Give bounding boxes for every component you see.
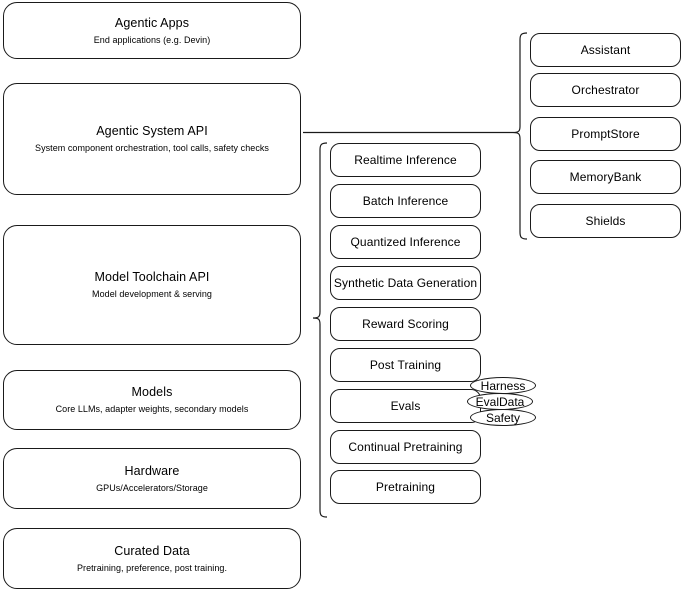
layer-subtitle: Core LLMs, adapter weights, secondary mo…	[55, 404, 249, 414]
eval-badge-evaldata[interactable]: EvalData	[467, 393, 533, 410]
toolchain-box-batch-inference[interactable]: Batch Inference	[330, 184, 481, 218]
layer-subtitle: System component orchestration, tool cal…	[35, 143, 269, 153]
system-box-promptstore[interactable]: PromptStore	[530, 117, 681, 151]
toolchain-label: Realtime Inference	[354, 153, 457, 167]
toolchain-label: Pretraining	[375, 480, 436, 494]
layer-title: Agentic Apps	[114, 15, 190, 30]
toolchain-label: Batch Inference	[362, 194, 449, 208]
toolchain-box-evals[interactable]: Evals	[330, 389, 481, 423]
layer-title: Model Toolchain API	[94, 270, 210, 284]
system-label: PromptStore	[571, 127, 640, 141]
system-box-assistant[interactable]: Assistant	[530, 33, 681, 67]
toolchain-box-realtime-inference[interactable]: Realtime Inference	[330, 143, 481, 177]
system-label: Assistant	[580, 43, 631, 57]
layer-subtitle: Model development & serving	[92, 289, 212, 299]
eval-badge-safety[interactable]: Safety	[470, 409, 536, 426]
system-label: Shields	[585, 214, 626, 228]
layer-subtitle: End applications (e.g. Devin)	[93, 34, 211, 45]
layer-title: Curated Data	[114, 543, 190, 558]
system-box-memorybank[interactable]: MemoryBank	[530, 160, 681, 194]
layer-title: Hardware	[124, 463, 180, 478]
layer-box-hardware[interactable]: Hardware GPUs/Accelerators/Storage	[3, 448, 301, 509]
toolchain-label: Post Training	[369, 358, 442, 372]
layer-subtitle: GPUs/Accelerators/Storage	[96, 482, 208, 493]
layer-box-curated-data[interactable]: Curated Data Pretraining, preference, po…	[3, 528, 301, 589]
layer-box-model-toolchain-api[interactable]: Model Toolchain API Model development & …	[3, 225, 301, 345]
toolchain-label: Synthetic Data Generation	[333, 276, 478, 290]
toolchain-label: Evals	[390, 399, 421, 413]
layer-subtitle: Pretraining, preference, post training.	[76, 562, 228, 573]
system-label: Orchestrator	[571, 83, 640, 97]
layer-box-agentic-system-api[interactable]: Agentic System API System component orch…	[3, 83, 301, 195]
toolchain-box-reward-scoring[interactable]: Reward Scoring	[330, 307, 481, 341]
toolchain-label: Continual Pretraining	[348, 440, 463, 454]
toolchain-box-pretraining[interactable]: Pretraining	[330, 470, 481, 504]
layer-title: Agentic System API	[96, 124, 208, 138]
layer-box-agentic-apps[interactable]: Agentic Apps End applications (e.g. Devi…	[3, 2, 301, 59]
toolchain-label: Quantized Inference	[350, 235, 461, 249]
system-label: MemoryBank	[569, 170, 642, 184]
system-box-orchestrator[interactable]: Orchestrator	[530, 73, 681, 107]
system-box-shields[interactable]: Shields	[530, 204, 681, 238]
toolchain-label: Reward Scoring	[362, 317, 449, 331]
layer-box-models[interactable]: Models Core LLMs, adapter weights, secon…	[3, 370, 301, 430]
toolchain-box-continual-pretraining[interactable]: Continual Pretraining	[330, 430, 481, 464]
toolchain-box-quantized-inference[interactable]: Quantized Inference	[330, 225, 481, 259]
layer-title: Models	[131, 385, 173, 399]
toolchain-box-synthetic-data-generation[interactable]: Synthetic Data Generation	[330, 266, 481, 300]
toolchain-box-post-training[interactable]: Post Training	[330, 348, 481, 382]
eval-badge-harness[interactable]: Harness	[470, 377, 536, 394]
